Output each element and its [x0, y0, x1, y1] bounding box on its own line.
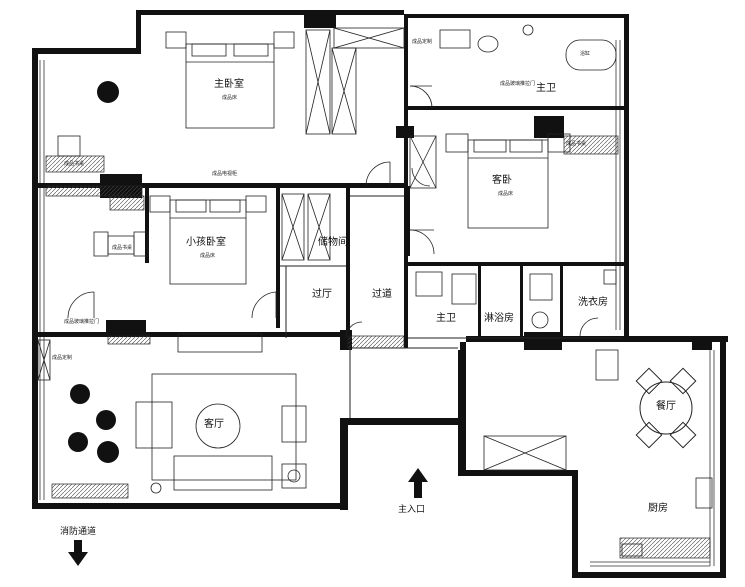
plants — [68, 81, 119, 463]
bed-label-master: 成品床 — [222, 95, 238, 101]
room-guest-bedroom: 客卧 — [492, 175, 512, 186]
room-hall-2: 过道 — [372, 289, 392, 300]
bathtub-label: 浴缸 — [580, 51, 591, 57]
dining-set — [635, 367, 697, 449]
room-hall-1: 过厅 — [312, 289, 332, 300]
door-label-1: 成品玻璃推拉门 — [500, 81, 536, 87]
interior-walls — [38, 10, 712, 352]
exterior-walls — [32, 10, 728, 578]
room-living: 客厅 — [204, 419, 224, 430]
desk-label-1: 成品书桌 — [64, 161, 85, 167]
hatched-cabinets — [45, 135, 711, 559]
door-swings — [67, 85, 599, 339]
room-shower: 淋浴房 — [484, 313, 514, 324]
room-kitchen: 厨房 — [648, 503, 668, 514]
room-bath-2: 主卫 — [436, 313, 456, 324]
custom-label-1: 成品定制 — [412, 39, 433, 45]
beds — [149, 31, 571, 285]
room-master-bedroom: 主卧室 — [214, 79, 244, 90]
door-label-2: 成品玻璃推拉门 — [64, 319, 100, 325]
room-kids-bedroom: 小孩卧室 — [186, 237, 226, 248]
desk-label-3: 成品书桌 — [566, 141, 587, 147]
wardrobes — [37, 27, 619, 471]
fire-exit-arrow — [68, 540, 88, 566]
entrance-arrow — [408, 468, 428, 498]
living-room-furniture — [135, 333, 307, 494]
main-entrance-label: 主入口 — [398, 505, 426, 515]
desks — [57, 135, 149, 257]
custom-label-2: 成品定制 — [52, 355, 73, 361]
room-storage: 储物间 — [318, 237, 348, 248]
desk-label-2: 成品书桌 — [112, 245, 133, 251]
room-laundry: 洗衣房 — [578, 297, 608, 308]
fixtures — [415, 24, 713, 557]
fire-exit-label: 消防通道 — [60, 527, 97, 537]
tv-cabinet-label: 成品电视柜 — [212, 171, 238, 177]
bed-label-kids: 成品床 — [200, 253, 216, 259]
partitions — [280, 195, 622, 418]
windows — [39, 40, 715, 567]
bed-label-guest: 成品床 — [498, 191, 514, 197]
room-master-bath: 主卫 — [536, 83, 556, 94]
room-dining: 餐厅 — [656, 401, 676, 412]
